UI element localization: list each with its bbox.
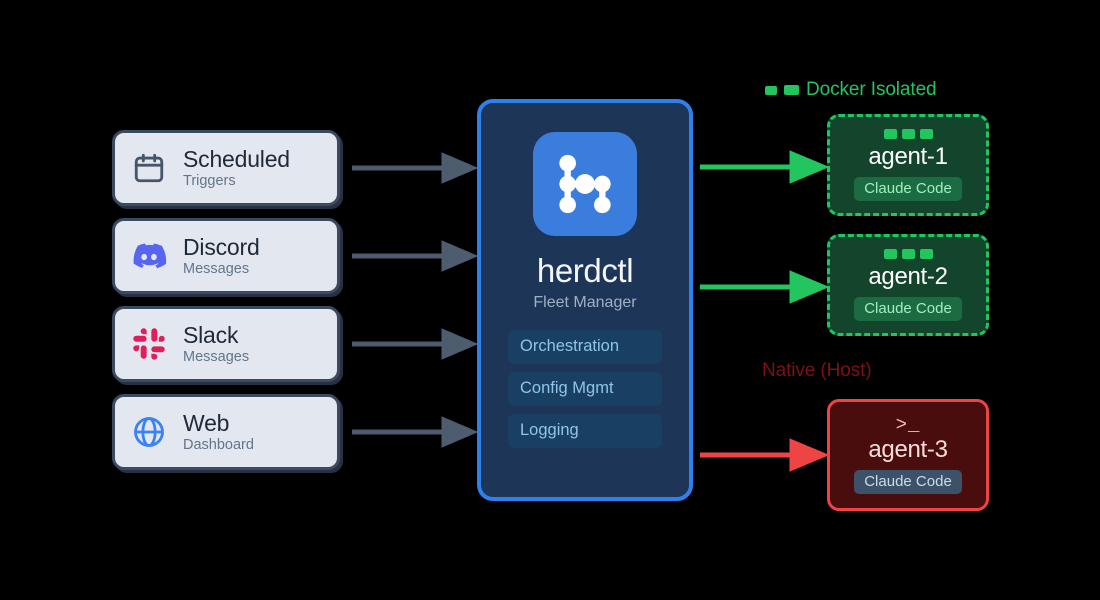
source-title: Discord: [183, 233, 260, 260]
source-card-discord[interactable]: Discord Messages: [112, 218, 340, 294]
docker-arrows: [700, 150, 830, 304]
docker-group-label: Docker Isolated: [765, 79, 937, 101]
input-arrows: [352, 152, 479, 448]
container-dots-icon: [883, 248, 933, 259]
docker-square-icon: [765, 85, 777, 95]
brand-name: herdctl: [536, 252, 634, 289]
feature-list: Orchestration Config Mgmt Logging: [481, 330, 689, 448]
agent-box-agent-1[interactable]: agent-1 Claude Code: [827, 114, 989, 216]
agent-badge: Claude Code: [854, 297, 962, 322]
native-group-label-text: Native (Host): [762, 360, 872, 381]
feature-pill-config-mgmt[interactable]: Config Mgmt: [508, 372, 662, 406]
agent-name: agent-3: [868, 435, 948, 463]
native-arrow: [700, 438, 830, 472]
source-subtitle: Dashboard: [183, 436, 254, 453]
source-subtitle: Messages: [183, 348, 250, 365]
native-group-label: Native (Host): [762, 360, 872, 382]
slack-icon: [129, 324, 169, 364]
discord-icon: [129, 236, 169, 276]
feature-pill-orchestration[interactable]: Orchestration: [508, 330, 662, 364]
container-dots-icon: [883, 128, 933, 139]
source-subtitle: Triggers: [183, 172, 236, 189]
globe-icon: [129, 412, 169, 452]
source-card-slack[interactable]: Slack Messages: [112, 306, 340, 382]
docker-group-label-text: Docker Isolated: [806, 79, 937, 100]
feature-pill-logging[interactable]: Logging: [508, 414, 662, 448]
herdctl-network-logo: [533, 132, 637, 236]
source-subtitle: Messages: [183, 260, 250, 277]
source-title: Scheduled: [183, 145, 290, 172]
calendar-icon: [129, 148, 169, 188]
source-title: Web: [183, 409, 230, 436]
source-title: Slack: [183, 321, 239, 348]
source-card-web[interactable]: Web Dashboard: [112, 394, 340, 470]
agent-badge: Claude Code: [854, 470, 962, 495]
terminal-prompt-icon: >_: [895, 413, 921, 436]
agent-box-agent-2[interactable]: agent-2 Claude Code: [827, 234, 989, 336]
brand-subtitle: Fleet Manager: [533, 294, 637, 311]
agent-name: agent-2: [868, 262, 948, 290]
agent-badge: Claude Code: [854, 177, 962, 202]
docker-square-icon: [784, 85, 799, 95]
agent-box-agent-3[interactable]: >_ agent-3 Claude Code: [827, 399, 989, 511]
herdctl-panel[interactable]: herdctl Fleet Manager Orchestration Conf…: [477, 99, 693, 501]
source-card-scheduled[interactable]: Scheduled Triggers: [112, 130, 340, 206]
agent-name: agent-1: [868, 142, 948, 170]
